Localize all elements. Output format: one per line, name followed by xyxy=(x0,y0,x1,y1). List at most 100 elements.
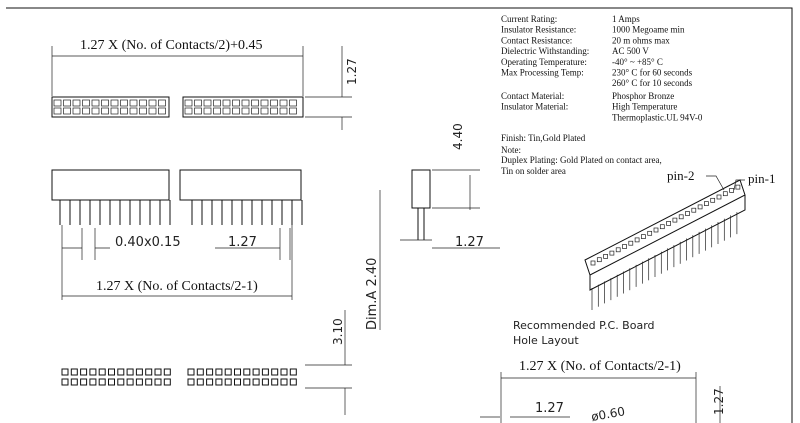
top-contact xyxy=(101,99,109,107)
bottom-contact xyxy=(61,368,69,376)
iso-socket xyxy=(634,237,640,243)
note-line-2: Tin on solder area xyxy=(501,166,566,176)
iso-socket xyxy=(609,250,615,256)
pcb-row-pitch-label: 1.27 xyxy=(712,388,726,415)
pin1-label: pin-1 xyxy=(748,171,775,186)
top-contact xyxy=(251,99,259,107)
bottom-view: 3.10 xyxy=(61,310,352,415)
top-contact xyxy=(203,99,212,107)
iso-socket xyxy=(647,230,653,236)
top-contact xyxy=(158,107,166,115)
bottom-contact xyxy=(135,378,143,386)
bottom-contact xyxy=(117,378,125,386)
spec-value: 260° C for 10 seconds xyxy=(612,78,693,88)
iso-socket xyxy=(704,201,709,206)
iso-socket xyxy=(697,204,703,210)
spec-label: Operating Temperature: xyxy=(501,57,587,67)
top-contact xyxy=(289,99,297,107)
top-contact xyxy=(184,107,193,115)
iso-socket xyxy=(729,188,734,193)
side-height-label: 4.40 xyxy=(451,123,465,150)
note-line-1: Duplex Plating: Gold Plated on contact a… xyxy=(501,155,662,165)
iso-socket xyxy=(628,240,634,246)
pin2-label: pin-2 xyxy=(667,168,694,183)
finish-text: Finish: Tin,Gold Plated xyxy=(501,133,586,143)
front-view: 0.40x0.15 1.27 1.27 X (No. of Contacts/2… xyxy=(51,169,303,300)
bottom-contact xyxy=(196,368,204,376)
top-contact xyxy=(139,99,147,107)
pcb-title-1: Recommended P.C. Board xyxy=(513,319,655,332)
bottom-contact xyxy=(154,378,162,386)
top-contact xyxy=(279,107,288,115)
bottom-contact xyxy=(224,378,232,386)
bottom-contact xyxy=(252,368,260,376)
top-contact xyxy=(72,99,81,107)
top-contact xyxy=(222,99,231,107)
bottom-contact xyxy=(80,378,88,386)
top-contact xyxy=(232,107,240,115)
bottom-contact xyxy=(108,368,115,376)
bottom-contact xyxy=(70,378,78,386)
side-pitch-label: 1.27 xyxy=(455,235,484,250)
top-contact xyxy=(251,107,259,115)
bottom-contact xyxy=(117,368,125,376)
spec-label: Max Processing Temp: xyxy=(501,68,584,78)
top-contact xyxy=(110,107,119,115)
top-contact xyxy=(213,107,221,115)
note-title: Note: xyxy=(501,145,521,155)
bottom-contact xyxy=(289,368,297,376)
spec-label: Dielectric Withstanding: xyxy=(501,46,589,56)
top-contact xyxy=(148,107,157,115)
bottom-contact xyxy=(126,378,134,386)
iso-socket xyxy=(641,234,646,239)
bottom-contact xyxy=(89,378,97,386)
top-contact xyxy=(260,99,269,107)
bottom-contact xyxy=(187,368,195,376)
top-contact xyxy=(222,107,231,115)
spec-label: Contact Material: xyxy=(501,91,564,101)
spec-value: 20 m ohms max xyxy=(612,35,670,45)
top-contact xyxy=(120,99,128,107)
top-body-left xyxy=(51,96,170,118)
bottom-contact xyxy=(154,368,162,376)
top-contact xyxy=(232,99,240,107)
iso-socket xyxy=(735,184,741,190)
top-body-right xyxy=(182,96,304,118)
iso-socket xyxy=(691,207,697,213)
bottom-contact xyxy=(61,378,69,386)
drawing-frame xyxy=(6,7,793,423)
top-contact xyxy=(270,107,278,115)
pin-span-label: 1.27 X (No. of Contacts/2-1) xyxy=(96,279,258,294)
iso-socket xyxy=(653,227,659,233)
top-contact xyxy=(260,107,269,115)
bottom-contact xyxy=(261,378,269,386)
spec-value: 1000 Megoame min xyxy=(612,25,685,35)
connector-isometric: pin-2 pin-1 xyxy=(584,168,775,310)
top-view: 1.27 X (No. of Contacts/2)+0.45 1.27 xyxy=(51,38,359,130)
spec-value: AC 500 V xyxy=(612,46,649,56)
bottom-contact xyxy=(280,368,288,376)
bottom-contact xyxy=(206,378,214,386)
top-contact xyxy=(63,107,71,115)
top-contact xyxy=(139,107,147,115)
top-contact xyxy=(289,107,297,115)
top-contact xyxy=(91,99,100,107)
bottom-contact xyxy=(243,378,251,386)
iso-socket xyxy=(666,221,671,226)
bottom-contact xyxy=(234,368,241,376)
bottom-contact xyxy=(135,368,143,376)
pcb-hole-label: ø0.60 xyxy=(590,404,626,423)
spec-label: Contact Resistance: xyxy=(501,35,572,45)
top-contact xyxy=(148,99,157,107)
bottom-contact xyxy=(289,378,297,386)
pcb-title-2: Hole Layout xyxy=(513,334,579,347)
bottom-contact xyxy=(108,378,115,386)
spec-label: Current Rating: xyxy=(501,14,557,24)
iso-socket xyxy=(590,260,596,266)
top-contact xyxy=(120,107,128,115)
pcb-layout: Recommended P.C. Board Hole Layout 1.27 … xyxy=(480,319,726,423)
bottom-contact xyxy=(271,368,279,376)
bottom-contact xyxy=(243,368,251,376)
bottom-contact xyxy=(145,368,153,376)
